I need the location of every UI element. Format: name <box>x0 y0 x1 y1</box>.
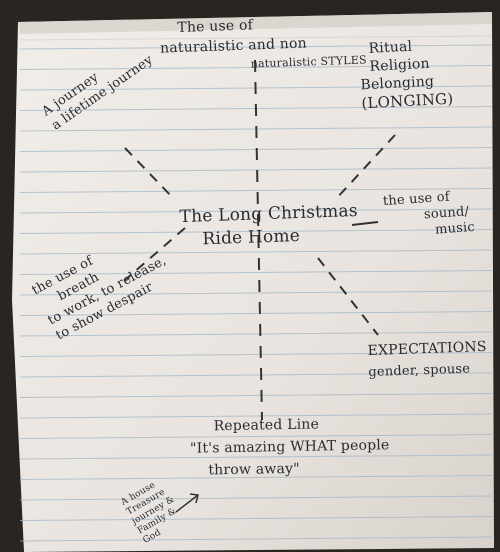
dash-to-bottom-right <box>317 257 379 336</box>
ruled-line <box>19 290 493 296</box>
ruled-line <box>19 516 493 521</box>
ruled-line <box>19 454 493 460</box>
ruled-line <box>19 188 493 193</box>
ruled-line <box>19 331 493 337</box>
ruled-line <box>19 167 493 173</box>
dash-to-right <box>351 221 379 226</box>
vertical-dash-line <box>254 59 263 421</box>
note-right: the use of sound/ music <box>382 189 476 238</box>
note-top-right: Ritual Religion Belonging (LONGING) <box>360 38 454 113</box>
note-bottom: Repeated Line "It's amazing WHAT people … <box>189 416 390 479</box>
ruled-line <box>19 434 493 439</box>
ruled-line <box>19 249 493 255</box>
ruled-line <box>19 413 493 419</box>
dash-to-left-top <box>124 147 176 201</box>
ruled-line <box>19 536 493 542</box>
ruled-line <box>19 270 493 275</box>
center-title: The Long Christmas Ride Home <box>179 200 359 250</box>
ruled-line <box>19 208 493 214</box>
ruled-line <box>19 311 493 316</box>
margin-line <box>19 35 493 41</box>
dash-to-left-middle <box>124 227 186 281</box>
ruled-line <box>19 495 493 501</box>
ruled-line <box>19 475 493 480</box>
ruled-line <box>19 229 493 234</box>
dash-to-top-right <box>334 134 396 201</box>
note-bottom-right: EXPECTATIONS gender, spouse <box>367 338 487 381</box>
ruled-line <box>19 44 493 50</box>
arrow-mark <box>175 493 199 513</box>
ruled-line <box>19 352 493 357</box>
ruled-line <box>19 372 493 378</box>
note-top: The use of naturalistic and non naturali… <box>159 17 367 71</box>
ruled-line <box>19 393 493 398</box>
